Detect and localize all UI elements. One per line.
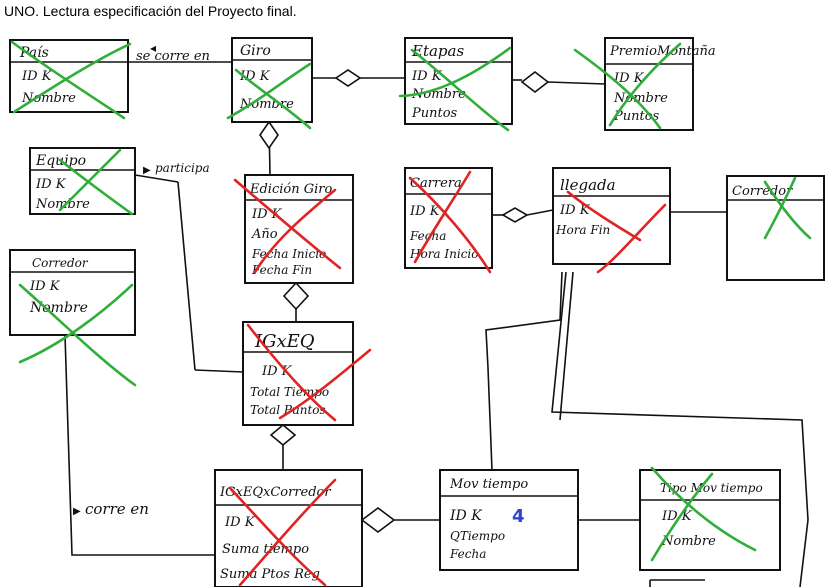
entity-attr: ID K [559,203,591,218]
diamond-giro-edicion [259,120,279,150]
entity-attr: Fecha [449,547,486,561]
entity-title: Corredor [732,184,793,199]
entity-attr: ID K [411,69,443,84]
cross-marks [10,40,812,587]
entity-attr: Año [251,227,278,242]
entity-title: País [19,45,49,61]
arrow-icon: ◂ [150,41,156,55]
entity-attr: Suma tiempo [222,542,309,557]
entity-attr: Nombre [661,534,716,549]
entity-attr: ID K [251,207,283,222]
entity-attr: Nombre [21,91,76,106]
entity-attr: Total Puntos [250,403,326,417]
entity-attr: Nombre [29,300,88,316]
entity-mov-tiempo: Mov tiempo ID K QTiempo Fecha 4 [439,469,579,571]
entity-igxeqxcorredor: IGxEQxCorredor ID K Suma tiempo Suma Pto… [214,469,363,587]
entity-attr: ID K [21,69,53,84]
entity-title: Edición Giro [249,182,332,197]
entity-attr: QTiempo [450,529,505,543]
entity-attr: Nombre [411,87,466,102]
entity-igxeq: IGxEQ ID K Total Tiempo Total Puntos [242,321,354,426]
entity-title: Carrera [410,176,462,191]
diamond-etapas-premio [520,70,550,94]
entity-carrera: Carrera ID K Fecha Hora Inicio [404,167,493,269]
entity-attr: Fecha Fin [251,263,312,277]
diamond-igxeqcorr-movtiempo [360,507,396,533]
entity-attr: Suma Ptos Reg [220,567,320,582]
entity-title: Etapas [411,42,464,60]
entity-title: Corredor [32,256,89,270]
entity-attr: Nombre [35,197,90,212]
entity-attr: ID K [449,508,483,524]
entity-title: Giro [240,43,271,59]
entity-corredor-right: Corredor [726,175,825,281]
entity-attr: ID K [35,177,67,192]
entity-attr: ID K [613,71,645,86]
entity-llegada: llegada ID K Hora Fin [552,167,671,265]
entity-title: PremioMontaña [609,44,716,59]
entity-premio-montana: PremioMontaña ID K Nombre Puntos [604,37,716,131]
relation-label: corre en [85,500,149,518]
entity-title: Mov tiempo [449,477,528,492]
entity-tipo-mov-tiempo: Tipo Mov tiempo ID K Nombre [639,469,781,571]
entity-attr: ID K [29,279,61,294]
entity-attr: Fecha [409,229,446,243]
entity-title: Tipo Mov tiempo [660,481,763,495]
entity-attr: Hora Inicio [409,247,478,261]
entity-attr: ID K [661,509,693,524]
connector-lines [64,61,809,587]
entity-pais: País ID K Nombre [9,39,129,113]
diamond-edicion-igxeq [282,281,310,311]
relation-label: se corre en [136,49,210,64]
relation-label: participa [155,161,210,175]
relationship-diamonds [259,69,550,533]
entity-attr: Hora Fin [555,223,610,237]
entity-attr: ID K [409,204,441,219]
entity-title: llegada [560,176,616,194]
entity-etapas: Etapas ID K Nombre Puntos [404,37,513,125]
entity-attr: ID K [261,364,293,379]
entity-corredor: Corredor ID K Nombre [9,249,136,336]
diamond-igxeq-igxeqcorr [269,423,297,447]
diamond-carrera-llegada [501,207,529,223]
entity-attr: Nombre [239,97,294,112]
arrow-icon: ▶ [73,506,81,517]
entity-title: IGxEQ [254,331,315,352]
arrow-icon: ▶ [143,165,151,176]
diamond-giro-etapas [334,69,362,87]
page-title: UNO. Lectura especificación del Proyecto… [4,3,297,19]
entity-attr: Puntos [411,106,458,121]
entity-title: IGxEQxCorredor [219,485,331,500]
blue-annotation: 4 [512,506,525,527]
entity-attr: ID K [224,515,256,530]
